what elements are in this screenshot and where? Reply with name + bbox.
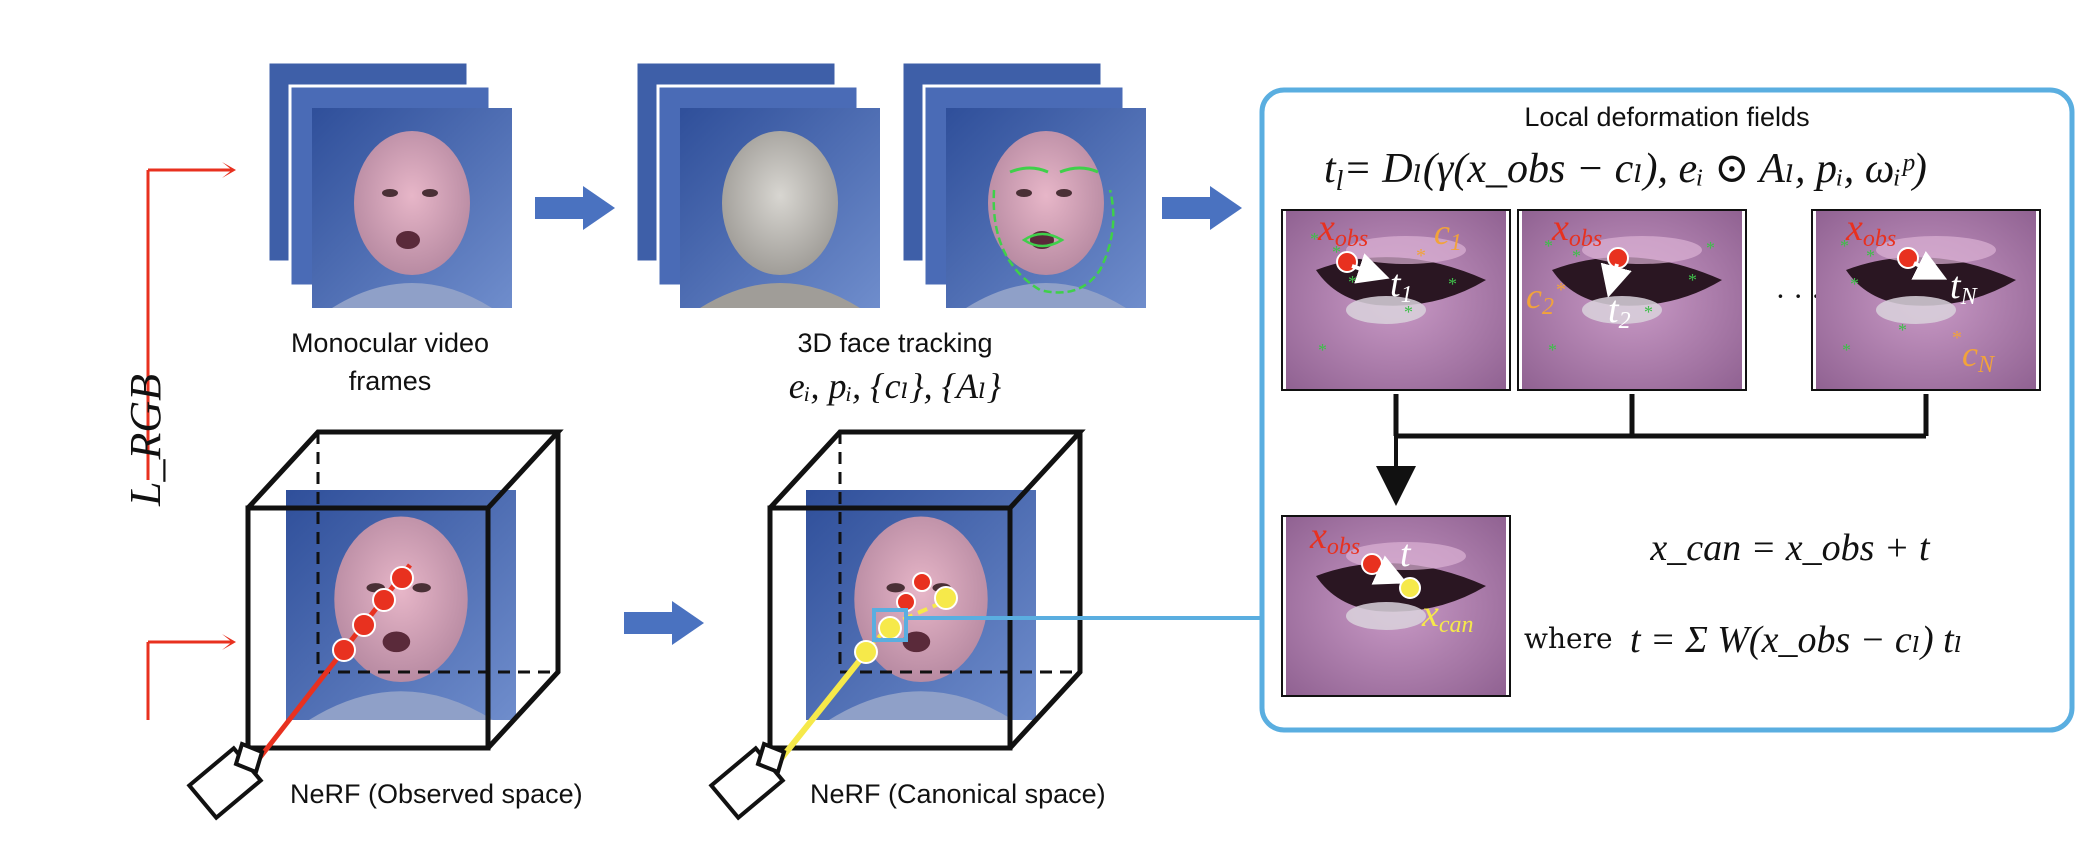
nerf-canonical-cube <box>767 429 1086 762</box>
tracking-frames-landmarks <box>900 60 1146 308</box>
svg-text:*: * <box>1840 236 1849 256</box>
caption-tracking-params: eᵢ, pᵢ, {cₗ}, {Aₗ} <box>789 366 1002 406</box>
panel-title: Local deformation fields <box>1524 102 1809 132</box>
merge-connectors <box>1376 394 1929 506</box>
caption-nerf-observed: NeRF (Observed space) <box>290 779 583 809</box>
loss-bracket <box>146 162 236 720</box>
svg-text:*: * <box>1898 320 1907 340</box>
svg-text:*: * <box>1448 274 1457 294</box>
result-t-label: t <box>1400 533 1412 575</box>
patch-1-c-label: c1 <box>1434 212 1462 256</box>
svg-text:*: * <box>1416 245 1426 267</box>
svg-text:*: * <box>1310 229 1319 249</box>
svg-text:*: * <box>1952 327 1962 349</box>
patch-2-t-label: t2 <box>1608 289 1631 334</box>
patch-n-c-label: cN <box>1962 334 1996 378</box>
result-xcan-label: xcan <box>1421 593 1474 638</box>
patch-1-x-label: xobs <box>1317 207 1368 252</box>
patch-n-x-label: xobs <box>1845 207 1896 252</box>
patch-1: * * * * * * * <box>1281 209 1511 391</box>
caption-nerf-canonical: NeRF (Canonical space) <box>810 779 1106 809</box>
patch-2-x-label: xobs <box>1551 207 1602 252</box>
tracking-frames-geometry <box>634 60 880 308</box>
patch-n-t-label: tN <box>1950 265 1979 310</box>
svg-text:*: * <box>1348 272 1357 292</box>
caption-tracking: 3D face tracking <box>797 328 992 358</box>
panel-equation: tl= Dₗ(γ(x_obs − cₗ), eᵢ ⊙ Aₗ, pᵢ, ωᵢᵖ) <box>1324 146 1927 197</box>
camera-icon-observed <box>186 741 265 821</box>
flow-arrow-2 <box>1162 186 1242 230</box>
patch-2: * * * * * * * <box>1517 209 1747 391</box>
result-where: where <box>1524 622 1613 655</box>
camera-icon-canonical <box>708 741 787 821</box>
svg-text:*: * <box>1572 246 1581 266</box>
svg-text:*: * <box>1318 340 1327 360</box>
result-equation-1: x_can = x_obs + t <box>1649 527 1931 569</box>
svg-text:*: * <box>1866 246 1875 266</box>
patch-2-c-label: c2 <box>1526 276 1554 320</box>
svg-text:*: * <box>1556 279 1566 301</box>
flow-arrow-3 <box>624 601 704 645</box>
svg-text:*: * <box>1644 302 1653 322</box>
caption-monocular-2: frames <box>349 366 432 396</box>
patch-ellipsis: · · · <box>1776 280 1821 313</box>
result-x-label: xobs <box>1309 515 1360 560</box>
result-patch <box>1281 515 1511 697</box>
svg-text:*: * <box>1688 270 1697 290</box>
video-frames-stack <box>266 60 512 308</box>
svg-text:*: * <box>1842 340 1851 360</box>
svg-text:*: * <box>1850 274 1859 294</box>
svg-text:*: * <box>1544 236 1553 256</box>
svg-text:tl= Dₗ(γ(x_obs − cₗ), eᵢ ⊙ Aₗ,: tl= Dₗ(γ(x_obs − cₗ), eᵢ ⊙ Aₗ, pᵢ, ωᵢᵖ) <box>1324 146 1927 197</box>
caption-monocular-1: Monocular video <box>291 328 489 358</box>
flow-arrow-1 <box>535 186 615 230</box>
svg-text:*: * <box>1332 242 1341 262</box>
nerf-observed-cube <box>245 429 564 762</box>
svg-text:*: * <box>1706 238 1715 258</box>
svg-text:*: * <box>1548 340 1557 360</box>
patch-n: * * * * * * <box>1811 209 2041 391</box>
patch-1-t-label: t1 <box>1390 263 1413 308</box>
loss-label: L_RGB <box>121 374 170 507</box>
result-equation-2: t = Σ W(x_obs − cₗ) tₗ <box>1630 619 1963 661</box>
svg-text:*: * <box>1404 302 1413 322</box>
